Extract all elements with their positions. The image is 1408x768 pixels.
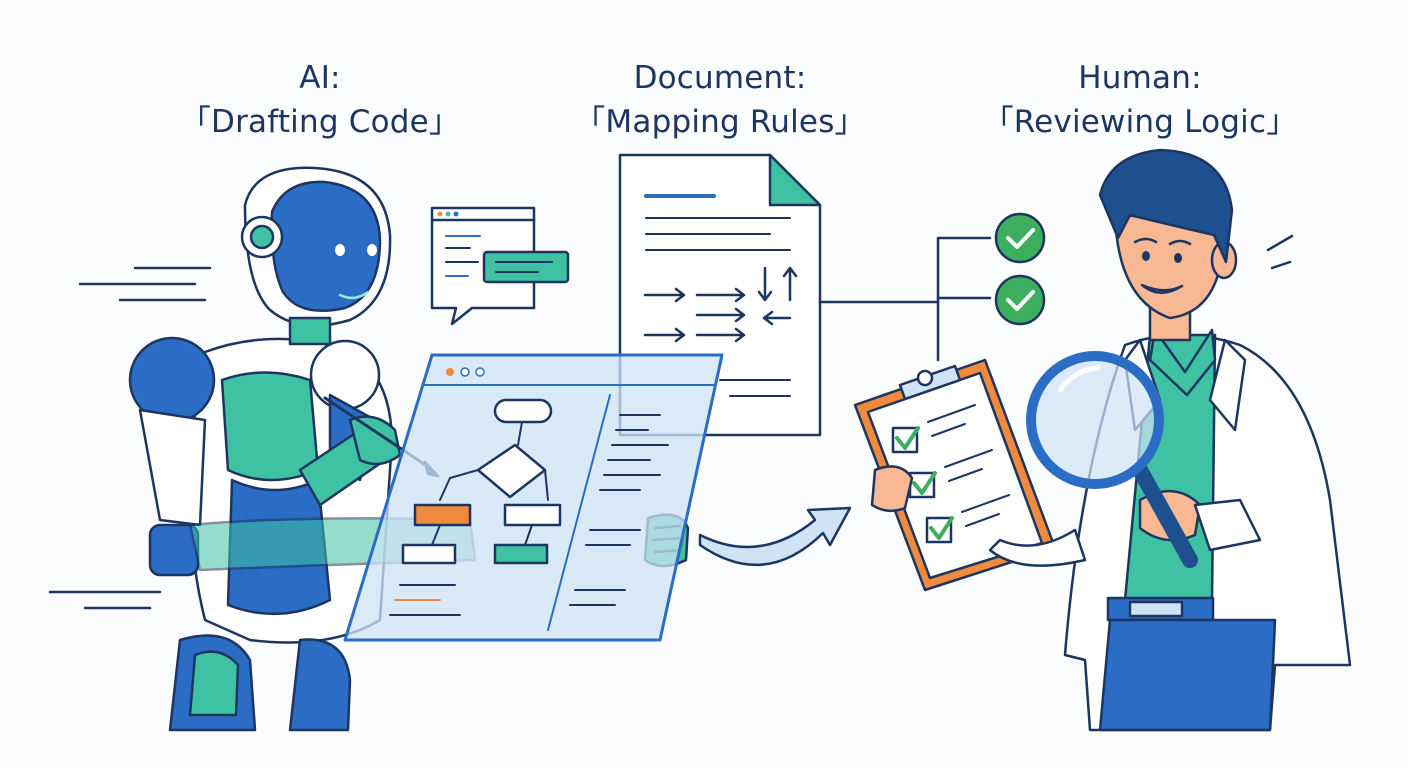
document-caption-subtitle: 「Mapping Rules」 bbox=[574, 104, 866, 140]
speed-lines-icon bbox=[48, 266, 212, 610]
ai-caption-title: AI: bbox=[299, 60, 341, 96]
human-caption-title: Human: bbox=[1078, 60, 1202, 96]
document-caption: Document: 「Mapping Rules」 bbox=[520, 56, 920, 144]
curved-arrow-icon bbox=[698, 506, 852, 567]
human-caption-subtitle: 「Reviewing Logic」 bbox=[982, 104, 1298, 140]
ai-caption: AI: 「Drafting Code」 bbox=[120, 56, 520, 144]
check-circle-icon bbox=[994, 212, 1046, 326]
magnifier-icon bbox=[1026, 351, 1198, 568]
robot-figure bbox=[128, 166, 690, 732]
document-caption-title: Document: bbox=[633, 60, 807, 96]
code-speech-bubble-icon bbox=[430, 206, 570, 326]
flowchart-tablet-icon bbox=[343, 353, 724, 642]
ai-caption-subtitle: 「Drafting Code」 bbox=[179, 104, 461, 140]
clipboard-icon bbox=[853, 358, 1057, 592]
human-caption: Human: 「Reviewing Logic」 bbox=[940, 56, 1340, 144]
